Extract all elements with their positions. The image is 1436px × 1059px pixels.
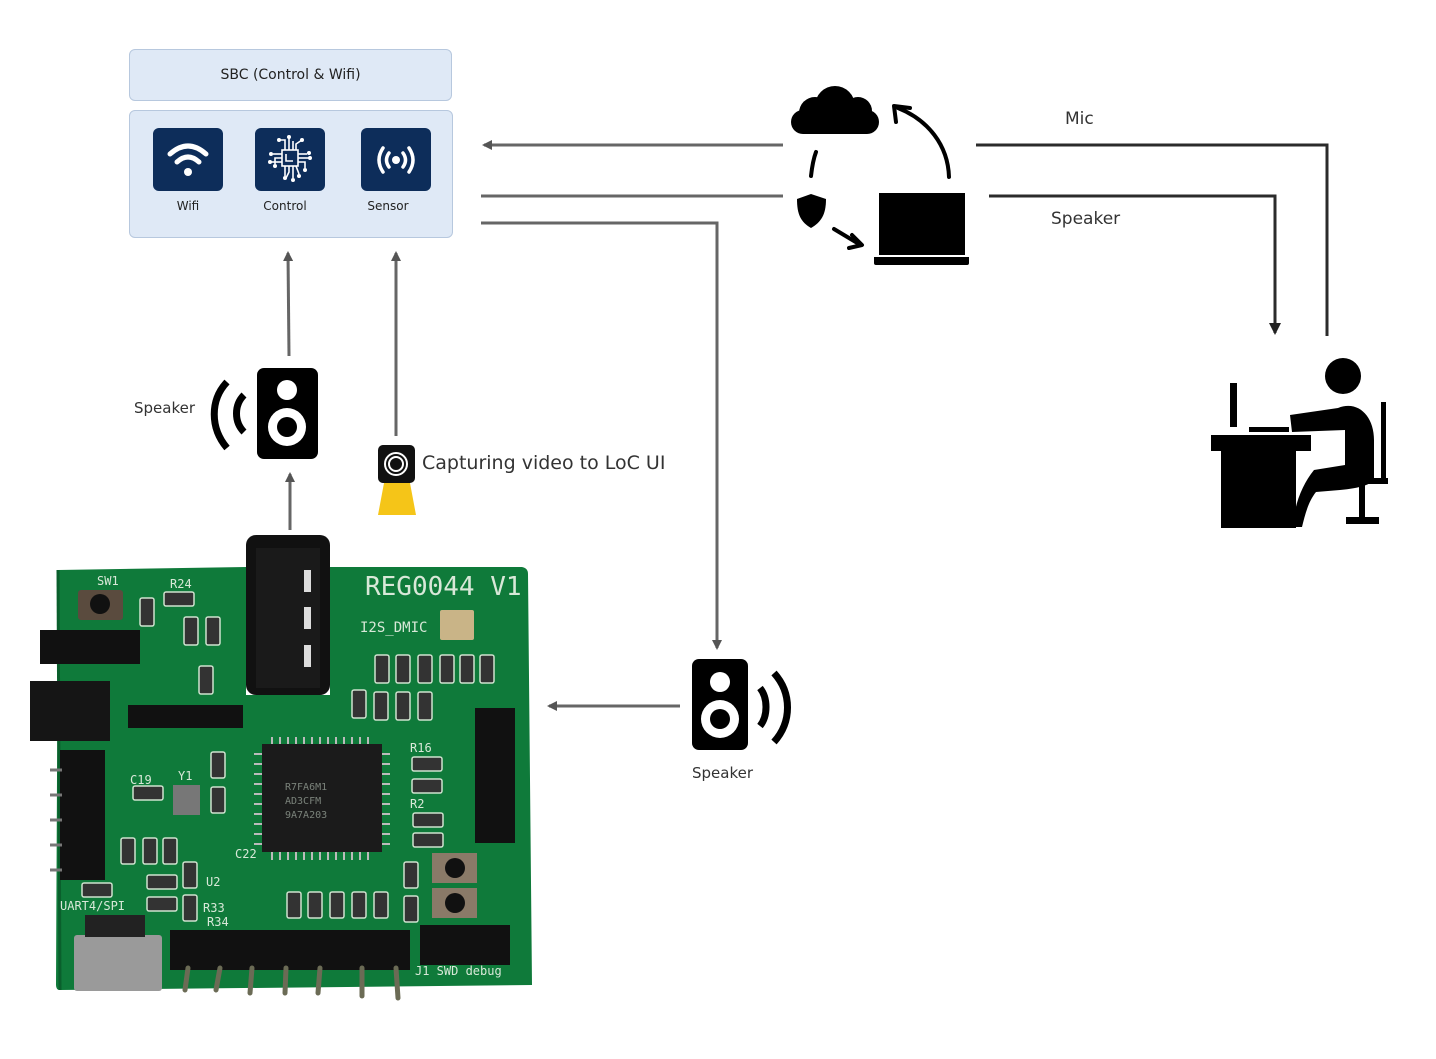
pcb-board-image: REG0044 V1 I2S_DMIC SW1 R24 U2 R33 R34 J…: [30, 535, 532, 1001]
pcb-label-i2s-dmic: I2S_DMIC: [360, 620, 427, 636]
pcb-label-uart4-spi: R33: [203, 901, 225, 915]
speaker-left-label: Speaker: [134, 399, 196, 417]
speaker-left-icon: [210, 368, 318, 459]
pcb-label-i2c: R34: [207, 915, 229, 929]
person-at-desk-icon: [1211, 358, 1388, 528]
sbc-title: SBC (Control & Wifi): [220, 67, 361, 83]
sbc-title-box: SBC (Control & Wifi): [129, 49, 452, 101]
mic-label: Mic: [1065, 109, 1094, 129]
cycle-arrow-shield-to-laptop: [832, 227, 861, 246]
pcb-label-c24: UART4/SPI: [60, 899, 125, 913]
cycle-dash-cloud-to-shield: [809, 150, 818, 178]
camera-icon: [378, 445, 416, 515]
speaker-bottom-label: Speaker: [692, 764, 754, 782]
sbc-modules-box: Wifi Control: [129, 110, 453, 238]
laptop-icon: [874, 193, 969, 265]
pcb-label-y1: Y1: [178, 769, 192, 783]
wifi-tile: [153, 128, 223, 191]
chip-marking-2: AD3CFM: [285, 796, 321, 807]
speaker-bottom-icon: [692, 659, 791, 750]
pcb-label-r9: R16: [410, 741, 432, 755]
sensor-tile: [361, 128, 431, 191]
wifi-label: Wifi: [176, 199, 200, 213]
arrow-speaker-to-user: [989, 194, 1281, 335]
pcb-board-name: REG0044 V1: [365, 572, 522, 602]
connector-mic: [976, 143, 1329, 336]
circuit-chip-icon: [268, 135, 312, 182]
speaker-user-label: Speaker: [1051, 209, 1121, 229]
pcb-label-j3: U2: [206, 875, 220, 889]
chip-marking-3: 9A7A203: [285, 810, 327, 821]
pcb-label-u2: C22: [235, 847, 257, 861]
cycle-arrowhead-up: [892, 104, 912, 124]
control-tile: [255, 128, 325, 191]
pcb-label-sw1: SW1: [97, 574, 119, 588]
cycle-arrowhead-right: [847, 233, 864, 250]
broadcast-sensor-icon: [377, 146, 415, 174]
cloud-icon: [791, 86, 879, 134]
pcb-label-j1-swd-debug: J1 SWD debug: [415, 964, 502, 978]
pcb-label-c19: C19: [130, 773, 152, 787]
chip-marking-1: R7FA6M1: [285, 782, 327, 793]
pcb-label-r16: R2: [410, 797, 424, 811]
pcb-label-r24: R24: [170, 577, 192, 591]
control-label: Control: [263, 199, 307, 213]
sensor-label: Sensor: [367, 199, 409, 213]
camera-label: Capturing video to LoC UI: [422, 452, 666, 474]
wifi-icon: [167, 143, 209, 176]
shield-icon: [797, 194, 826, 228]
cycle-arrow-laptop-to-cloud: [896, 106, 951, 179]
arrow-sbc-to-bottom-speaker: [481, 221, 722, 650]
arrow-speaker-to-sbc: [283, 251, 294, 357]
